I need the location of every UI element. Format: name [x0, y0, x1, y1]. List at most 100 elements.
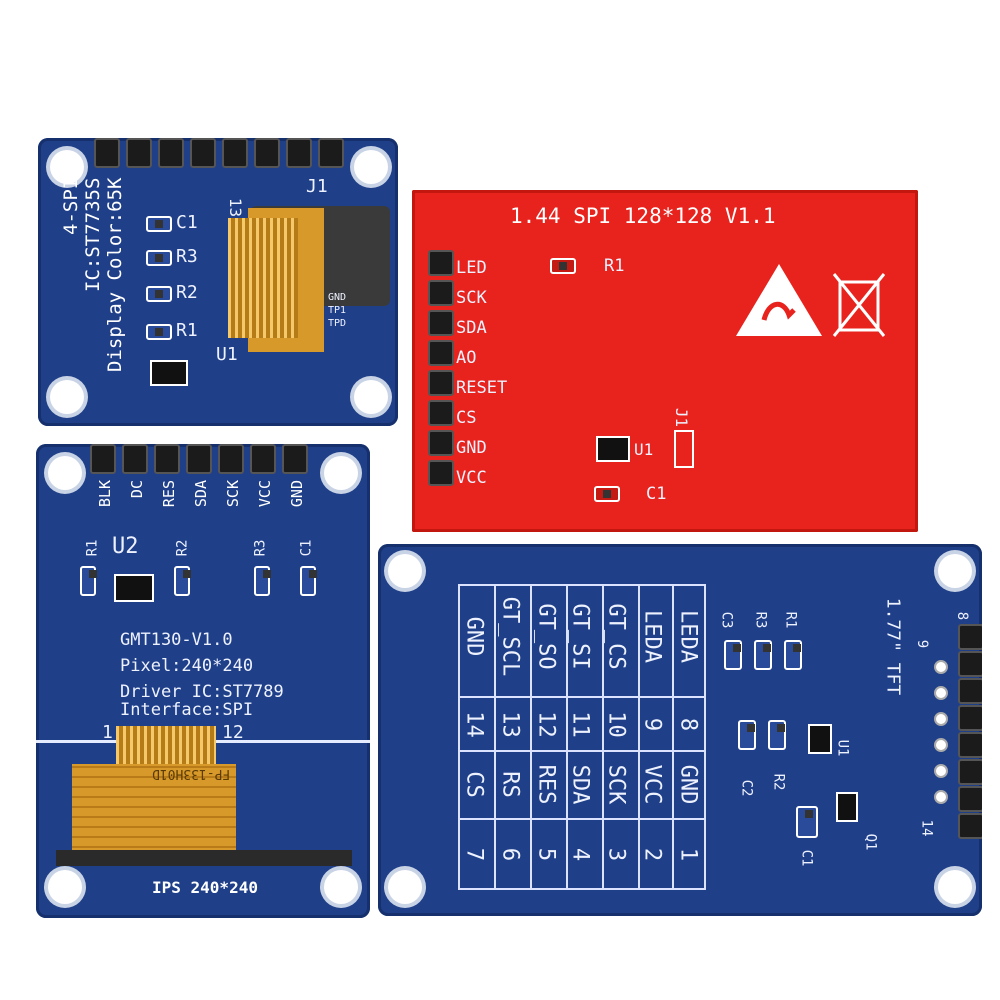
- capacitor-c3: [724, 640, 742, 670]
- pin-gnd: GND: [456, 438, 487, 458]
- chip-u1: [150, 360, 188, 386]
- cell-gt-so: GT_SO: [533, 603, 559, 670]
- u1-label: U1: [634, 440, 654, 459]
- resistor-r2: [146, 286, 172, 302]
- resistor-r1: [146, 324, 172, 340]
- cell-sig-sda: SDA: [567, 764, 593, 805]
- pin-sda: SDA: [192, 480, 210, 508]
- pin-9-label: 9: [914, 639, 931, 649]
- transistor-q1: [836, 792, 858, 822]
- mount-hole: [50, 150, 84, 184]
- flex-tp1: TP1: [328, 305, 347, 316]
- cell-num-12: 12: [533, 711, 559, 738]
- c3-label: C3: [718, 611, 735, 629]
- c2-label: C2: [738, 779, 755, 797]
- cell-num-13: 13: [497, 711, 523, 738]
- mount-hole: [50, 380, 84, 414]
- cell-leda-2: LEDA: [639, 610, 665, 663]
- cell-pin-1: 1: [675, 847, 701, 862]
- q1-label: Q1: [862, 833, 879, 851]
- board-description: 4-SPI IC:ST7735S Display Color:65K: [60, 178, 126, 388]
- driver-text: Driver IC:ST7789: [120, 682, 284, 702]
- resistor-r1: [550, 258, 576, 274]
- flex-pins: [116, 726, 216, 766]
- pin-res: RES: [160, 480, 178, 508]
- resistor-r3: [754, 640, 772, 670]
- board-144-red: 1.44 SPI 128*128 V1.1 LED SCK SDA AO RES…: [412, 190, 918, 532]
- board-st7735s: J1 4-SPI IC:ST7735S Display Color:65K C1…: [38, 138, 398, 426]
- mount-hole: [324, 456, 358, 490]
- cell-num-9: 9: [639, 717, 665, 732]
- c1-label: C1: [798, 849, 815, 867]
- pin-header-vertical[interactable]: [428, 250, 458, 490]
- color-text: Display Color:65K: [104, 178, 126, 373]
- weee-bin-icon: [832, 273, 886, 337]
- r1-label: R1: [176, 320, 198, 341]
- cell-gt-si: GT_SI: [567, 603, 593, 670]
- cell-sig-cs: CS: [461, 771, 487, 798]
- pin-vcc: VCC: [456, 468, 487, 488]
- cell-sig-gnd: GND: [675, 764, 701, 805]
- chip-u1: [596, 436, 630, 462]
- footer-text: IPS 240*240: [152, 878, 258, 897]
- pin-dc: DC: [128, 480, 146, 499]
- cell-sig-rs: RS: [497, 771, 523, 798]
- cell-gt-scl: GT_SCL: [497, 596, 523, 677]
- j1-label: J1: [672, 407, 692, 428]
- pin-header[interactable]: [94, 138, 350, 170]
- mount-hole: [388, 554, 422, 588]
- resistor-r2: [174, 566, 191, 596]
- lcd-edge: [56, 850, 352, 866]
- board-title: 1.44 SPI 128*128 V1.1: [510, 204, 776, 228]
- pin-sck: SCK: [224, 480, 242, 508]
- capacitor-c1: [594, 486, 620, 502]
- resistor-r3: [254, 566, 271, 596]
- pin-led: LED: [456, 258, 487, 278]
- chip-u2: [114, 574, 154, 602]
- cell-sig-vcc: VCC: [639, 764, 665, 805]
- pin-vcc: VCC: [256, 480, 274, 508]
- flex-label: FP-133H01D: [152, 766, 231, 781]
- mount-hole: [324, 870, 358, 904]
- cell-sig-sck: SCK: [603, 764, 629, 805]
- capacitor-c1: [796, 806, 818, 838]
- cell-gnd: GND: [461, 616, 487, 657]
- pin-8-label: 8: [954, 611, 971, 621]
- flex-traces: [228, 218, 298, 338]
- capacitor-c2: [738, 720, 756, 750]
- mount-hole: [48, 456, 82, 490]
- r3-label: R3: [752, 611, 769, 629]
- pixel-text: Pixel:240*240: [120, 656, 254, 676]
- c1-label: C1: [176, 212, 198, 233]
- tft-title: 1.77" TFT: [882, 597, 904, 696]
- cell-num-11: 11: [567, 711, 593, 738]
- r1-label: R1: [84, 539, 101, 557]
- flex-tpd: TPD: [328, 318, 347, 329]
- pin-gnd: GND: [288, 480, 306, 508]
- mount-hole: [48, 870, 82, 904]
- resistor-r1: [784, 640, 802, 670]
- pin-blk: BLK: [96, 480, 114, 508]
- pin1-label: 1: [102, 722, 113, 743]
- pin-sck: SCK: [456, 288, 487, 308]
- c1-label: C1: [646, 484, 667, 504]
- r2-label: R2: [174, 539, 191, 557]
- cell-pin-3: 3: [603, 847, 629, 862]
- pinout-table: [458, 584, 706, 890]
- cell-num-10: 10: [603, 711, 629, 738]
- jumper-j1: [674, 430, 694, 468]
- pin-sda: SDA: [456, 318, 487, 338]
- cell-num-8: 8: [675, 717, 701, 732]
- mount-hole: [938, 870, 972, 904]
- pin-cs: CS: [456, 408, 477, 428]
- pin-header-vertical[interactable]: [958, 624, 982, 840]
- r2-label: R2: [770, 773, 787, 791]
- pin-header[interactable]: [90, 444, 314, 476]
- resistor-r2: [768, 720, 786, 750]
- board-gmt130: BLK DC RES SDA SCK VCC GND R1 U2 R2 R3 C…: [36, 444, 370, 918]
- cell-pin-6: 6: [497, 847, 523, 862]
- mount-hole: [354, 150, 388, 184]
- resistor-r3: [146, 250, 172, 266]
- r1-label: R1: [782, 611, 799, 629]
- cell-pin-4: 4: [567, 847, 593, 862]
